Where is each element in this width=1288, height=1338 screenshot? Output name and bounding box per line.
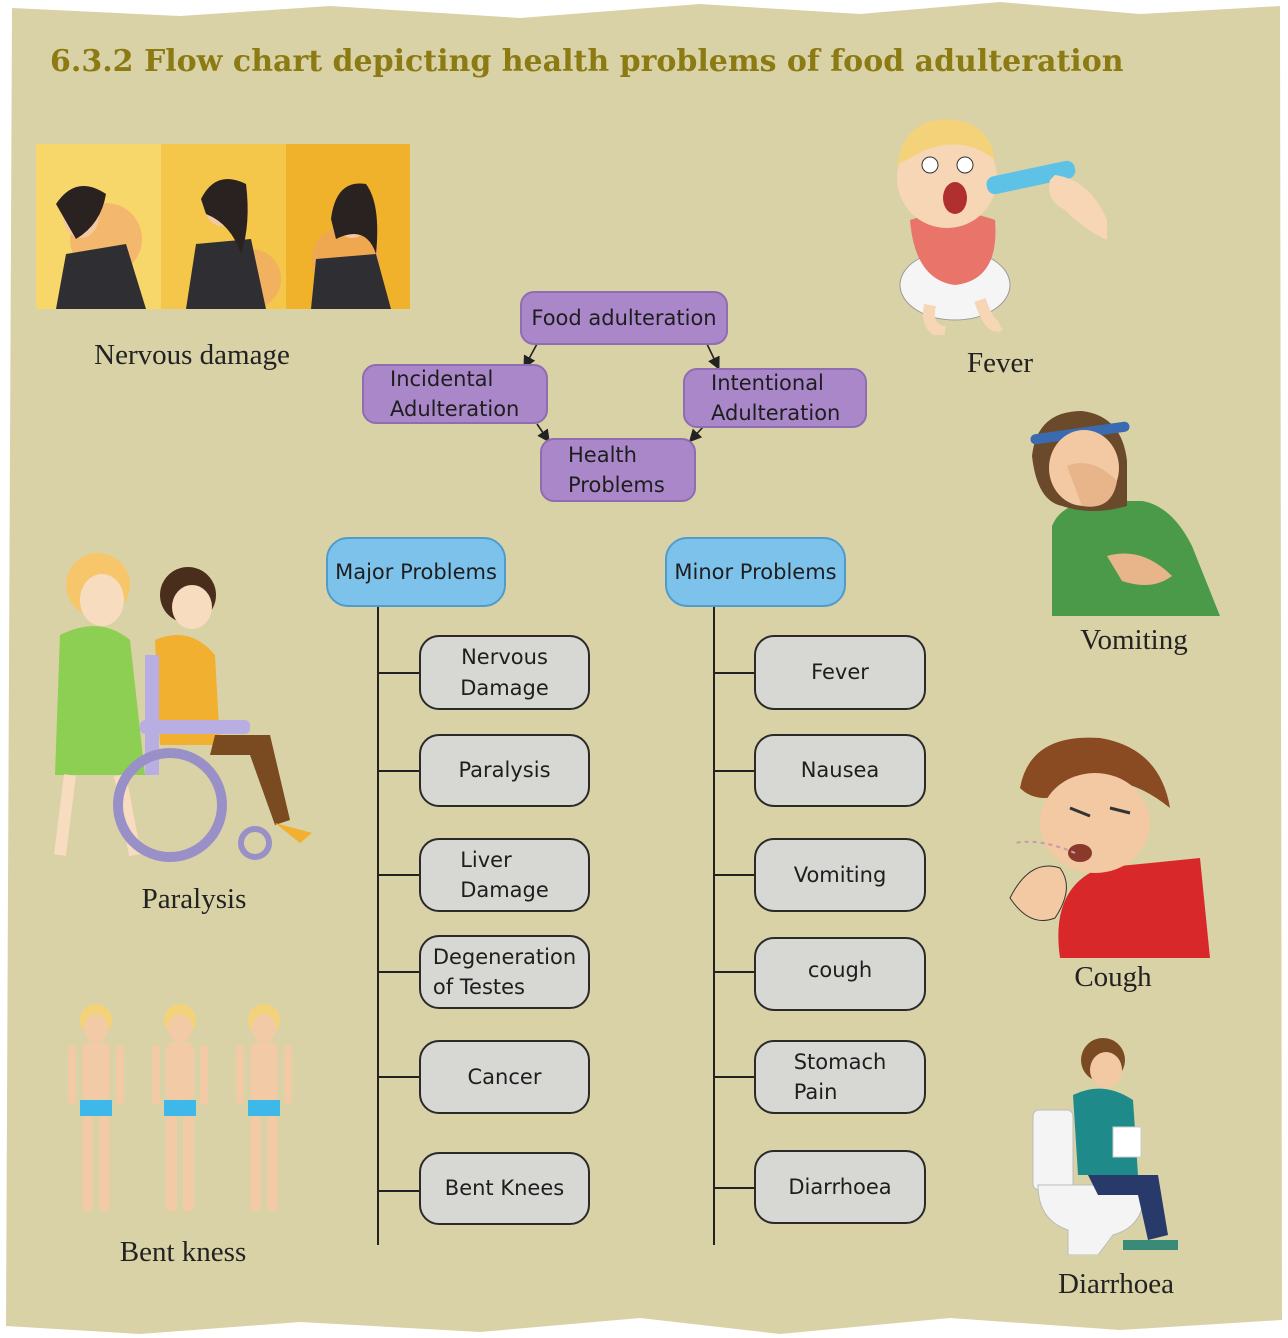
- node-label-line: Problems: [568, 473, 665, 497]
- node-label-line: Intentional: [711, 370, 824, 395]
- minor-branch-line: [714, 672, 756, 674]
- node-health-problems: Health Problems: [540, 438, 696, 502]
- major-branch-line: [378, 1076, 420, 1078]
- minor-item-fever: Fever: [754, 635, 926, 710]
- minor-trunk-line: [713, 607, 715, 1245]
- minor-branch-line: [714, 1187, 756, 1189]
- item-label: Bent Knees: [444, 1176, 565, 1201]
- item-label-line: Degeneration: [432, 944, 577, 969]
- item-label: cough: [807, 958, 873, 982]
- nervous-damage-illustration: [36, 144, 410, 309]
- item-label: Diarrhoea: [788, 1174, 892, 1199]
- caption-bent-knees: Bent kness: [119, 1236, 247, 1268]
- node-incidental-adulteration: Incidental Adulteration: [362, 364, 548, 424]
- major-branch-line: [378, 1190, 420, 1192]
- item-label: Cancer: [467, 1064, 542, 1089]
- minor-branch-line: [714, 971, 756, 973]
- vomiting-illustration: [1030, 411, 1220, 616]
- fever-illustration: [897, 119, 1107, 335]
- major-item-degeneration-of-testes: Degeneration of Testes: [419, 935, 590, 1009]
- major-trunk-line: [377, 607, 379, 1245]
- minor-item-diarrhoea: Diarrhoea: [754, 1150, 926, 1224]
- item-label-line: Pain: [793, 1080, 838, 1104]
- paralysis-illustration: [54, 553, 312, 862]
- caption-cough: Cough: [1074, 961, 1152, 993]
- item-label: Vomiting: [793, 862, 887, 887]
- node-label-line: Incidental: [390, 366, 494, 391]
- arrow-root-to-incidental: [523, 343, 538, 369]
- item-label: Paralysis: [458, 758, 551, 783]
- item-label-line: of Testes: [432, 975, 525, 999]
- node-label-line: Health: [568, 442, 637, 467]
- page-title: 6.3.2 Flow chart depicting health proble…: [50, 44, 1124, 79]
- node-food-adulteration: Food adulteration: [520, 291, 728, 345]
- node-label: Food adulteration: [531, 305, 717, 330]
- header-label: Minor Problems: [674, 559, 837, 584]
- cough-illustration: [1009, 737, 1210, 958]
- caption-fever: Fever: [966, 347, 1034, 379]
- caption-diarrhoea: Diarrhoea: [1058, 1268, 1174, 1300]
- major-problems-header: Major Problems: [326, 537, 506, 607]
- item-label-line: Liver: [460, 847, 512, 872]
- major-item-bent-knees: Bent Knees: [419, 1152, 590, 1225]
- arrow-incidental-to-health: [536, 423, 550, 443]
- arrow-root-to-intentional: [706, 343, 720, 370]
- major-branch-line: [378, 672, 420, 674]
- item-label-line: Damage: [460, 675, 549, 700]
- item-label-line: Nervous: [461, 645, 548, 670]
- item-label-line: Damage: [460, 878, 549, 902]
- item-label-line: Stomach: [793, 1049, 887, 1074]
- diarrhoea-illustration: [1032, 1038, 1178, 1255]
- minor-item-nausea: Nausea: [754, 734, 926, 807]
- bent-knees-illustration: [68, 1004, 292, 1211]
- major-branch-line: [378, 971, 420, 973]
- node-intentional-adulteration: Intentional Adulteration: [683, 368, 867, 428]
- minor-problems-header: Minor Problems: [665, 537, 846, 607]
- item-label: Nausea: [800, 758, 880, 783]
- caption-nervous-damage: Nervous damage: [94, 339, 290, 371]
- caption-vomiting: Vomiting: [1080, 624, 1188, 656]
- node-label-line: Adulteration: [390, 397, 520, 421]
- major-item-paralysis: Paralysis: [419, 734, 590, 807]
- node-label-line: Adulteration: [711, 401, 841, 425]
- item-label: Fever: [811, 660, 869, 685]
- caption-paralysis: Paralysis: [141, 883, 247, 915]
- minor-item-vomiting: Vomiting: [754, 838, 926, 912]
- minor-branch-line: [714, 770, 756, 772]
- major-branch-line: [378, 874, 420, 876]
- minor-branch-line: [714, 874, 756, 876]
- arrow-intentional-to-health: [688, 426, 704, 443]
- header-label: Major Problems: [335, 559, 497, 584]
- minor-branch-line: [714, 1076, 756, 1078]
- minor-item-cough: cough: [754, 937, 926, 1011]
- major-item-cancer: Cancer: [419, 1040, 590, 1114]
- major-branch-line: [378, 770, 420, 772]
